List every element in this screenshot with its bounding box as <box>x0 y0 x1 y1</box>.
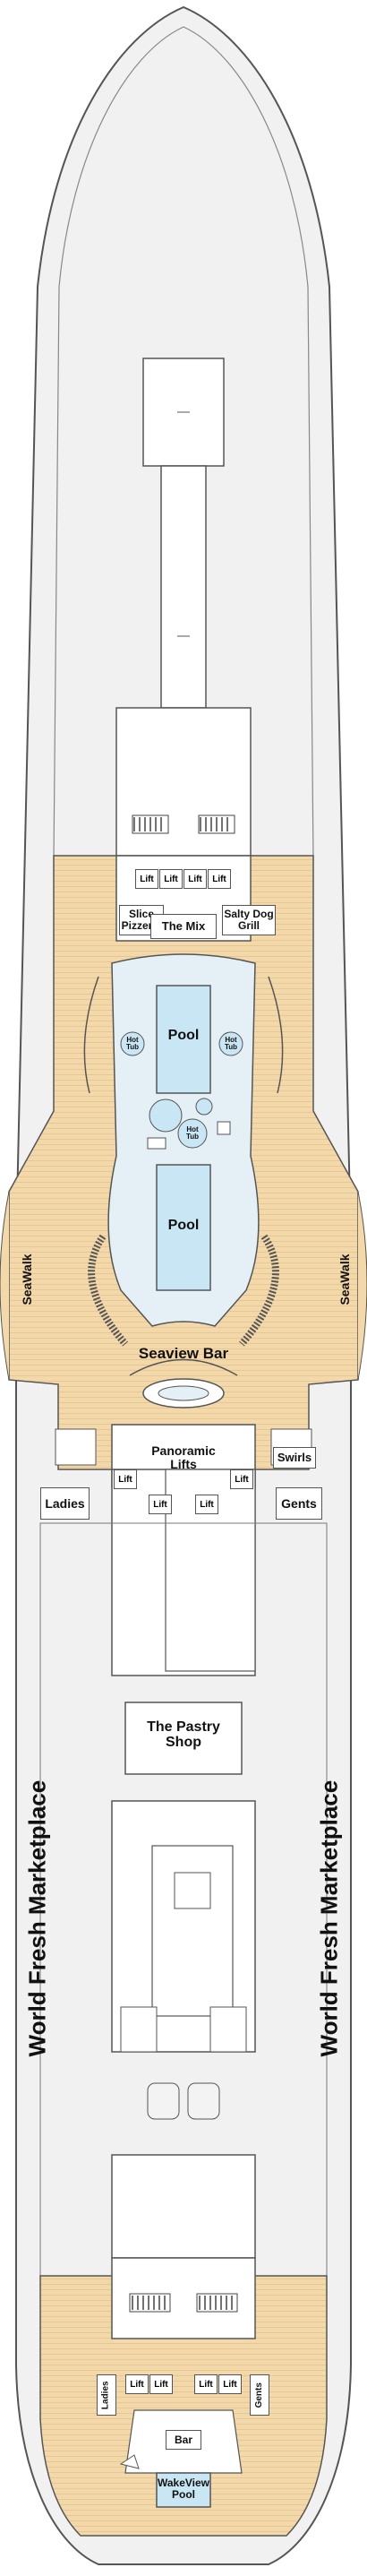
stairs-left-curve <box>88 1234 129 1347</box>
lift-aft-4: Lift <box>218 2374 242 2394</box>
hot-tub-center <box>177 1118 208 1149</box>
lift-fwd-2: Lift <box>159 869 183 889</box>
pool-aft <box>156 1164 211 1291</box>
seawalk-left-bump <box>0 1191 10 1381</box>
world-fresh-marketplace-left: World Fresh Marketplace <box>23 1779 51 2057</box>
gents-aft-label: Gents <box>253 2382 264 2408</box>
seawalk-right-bump <box>357 1191 367 1381</box>
lift-aft-2: Lift <box>149 2374 173 2394</box>
salty-dog-grill: Salty Dog Grill <box>222 905 276 935</box>
gents-restroom-mid: Gents <box>276 1487 322 1520</box>
aft-deck-wood <box>39 2275 328 2537</box>
lift-aft-1: Lift <box>125 2374 149 2394</box>
seawalk-right-label: SeaWalk <box>337 1254 352 1305</box>
gents-restroom-aft: Gents <box>250 2374 269 2416</box>
pool-forward <box>156 985 211 1094</box>
panoramic-lifts-label: Panoramic Lifts <box>151 1443 216 1471</box>
hot-tub-right-label: Hot Tub <box>224 1036 238 1052</box>
pastry-shop <box>124 1702 243 1775</box>
stairs-fwd <box>132 814 235 834</box>
ladies-restroom-aft: Ladies <box>97 2374 116 2416</box>
lift-fwd-1: Lift <box>135 869 158 889</box>
ladies-aft-label: Ladies <box>100 2381 111 2409</box>
lift-aft-3: Lift <box>194 2374 218 2394</box>
lift-pano-1: Lift <box>114 1469 137 1489</box>
lift-fwd-3: Lift <box>184 869 207 889</box>
hot-tub-right <box>218 1031 243 1056</box>
lift-pano-3: Lift <box>149 1495 172 1514</box>
wakeview-pool-label: WakeView Pool <box>157 2477 210 2501</box>
hot-tub-left-label: Hot Tub <box>125 1036 140 1052</box>
world-fresh-marketplace-right: World Fresh Marketplace <box>315 1779 343 2057</box>
seaview-bar-label: Seaview Bar <box>138 1345 229 1362</box>
the-mix: The Mix <box>150 914 217 939</box>
seawalk-left-label: SeaWalk <box>20 1254 34 1305</box>
lift-pano-2: Lift <box>230 1469 253 1489</box>
wakeview-pool <box>156 2472 211 2508</box>
pool-aft-label: Pool <box>167 1218 200 1233</box>
ladies-restroom-mid: Ladies <box>40 1487 90 1520</box>
hot-tub-center-label: Hot Tub <box>185 1125 200 1142</box>
lift-pano-4: Lift <box>195 1495 218 1514</box>
lift-fwd-4: Lift <box>208 869 231 889</box>
stairs-aft <box>129 2293 238 2313</box>
aft-bar: Bar <box>166 2430 201 2450</box>
pool-forward-label: Pool <box>167 1028 200 1043</box>
stairs-right-curve <box>238 1234 279 1347</box>
swirls: Swirls <box>273 1447 316 1469</box>
hot-tub-left <box>120 1031 145 1056</box>
pastry-shop-label: The Pastry Shop <box>147 1719 220 1750</box>
